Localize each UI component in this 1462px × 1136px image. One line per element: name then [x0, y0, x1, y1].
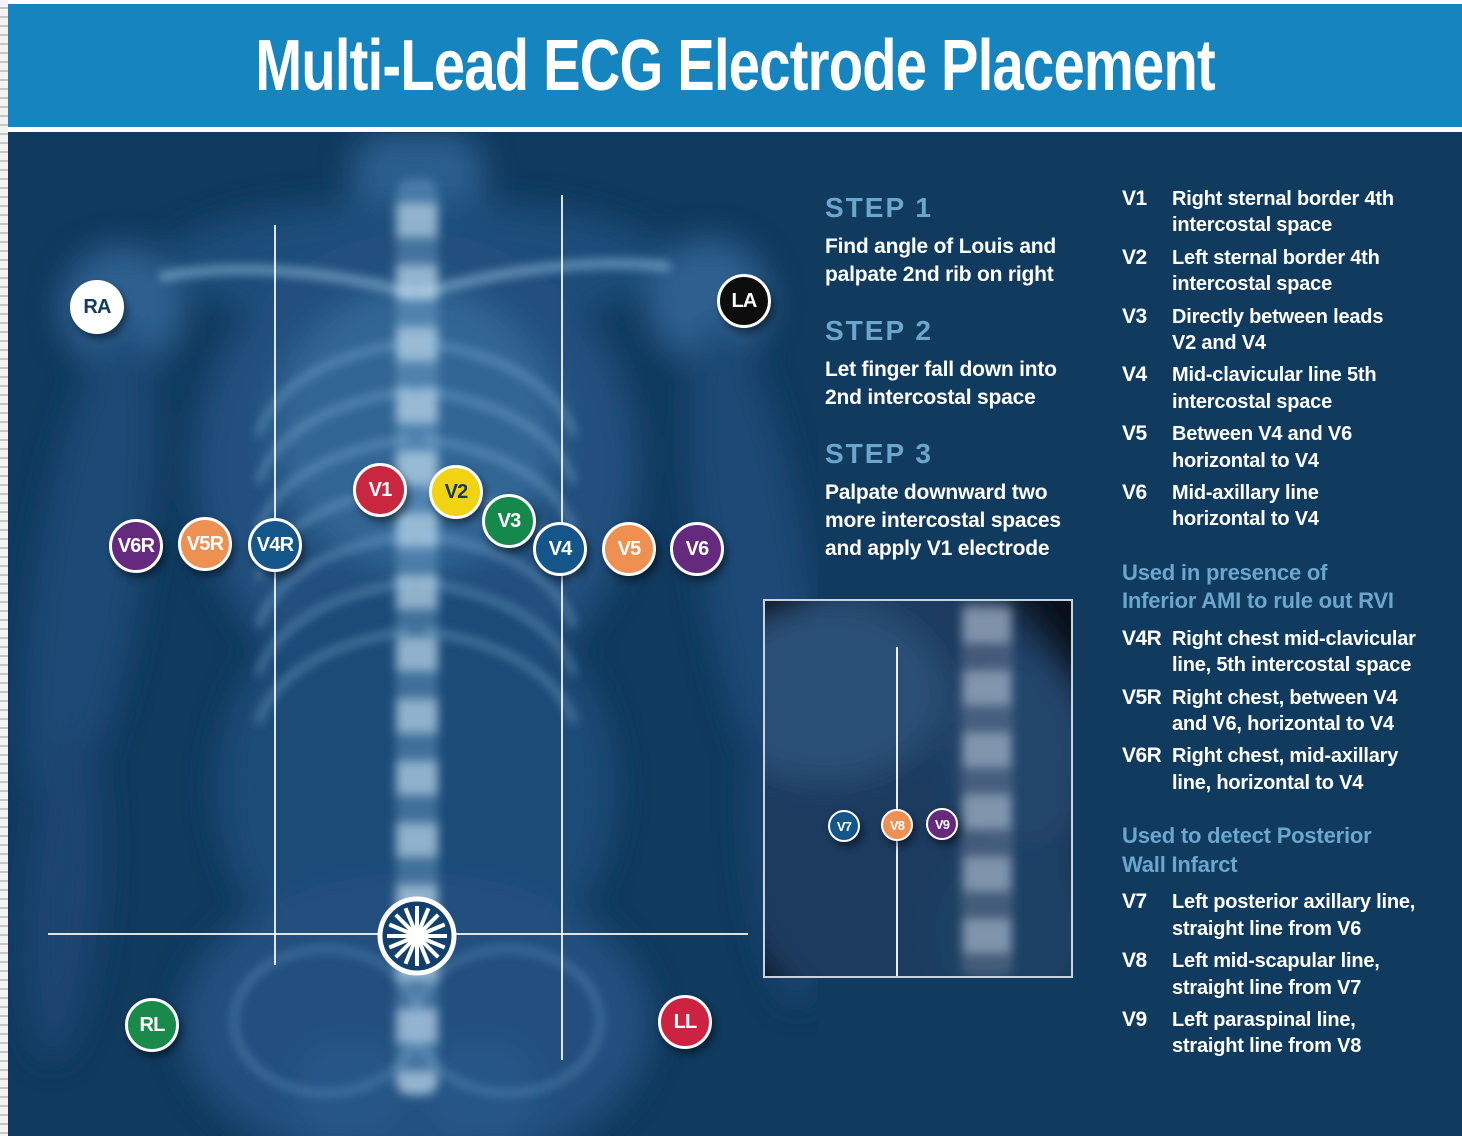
- step-3: STEP 3 Palpate downward two more interco…: [825, 438, 1105, 563]
- lead-description: Right chest, mid-axillary line, horizont…: [1172, 745, 1399, 794]
- lead-description: Mid-axillary line horizontal to V4: [1172, 481, 1319, 531]
- lead-code: V1: [1122, 187, 1147, 210]
- step-1: STEP 1 Find angle of Louis and palpate 2…: [825, 192, 1105, 289]
- rvi-section-heading: Used in presence of Inferior AMI to rule…: [1122, 559, 1394, 614]
- lead-code: V6: [1122, 480, 1147, 504]
- lead-code: V8: [1122, 949, 1147, 973]
- step-2-text: Let finger fall down into 2nd intercosta…: [825, 357, 1057, 409]
- lead-description: Right chest, between V4 and V6, horizont…: [1172, 686, 1398, 736]
- lead-row-v9: V9 Left paraspinal line, straight line fr…: [1122, 1007, 1437, 1060]
- lead-code: V6R: [1122, 744, 1162, 768]
- lead-row-v8: V8 Left mid-scapular line, straight line …: [1122, 948, 1437, 1001]
- posterior-section-heading: Used to detect Posterior Wall Infarct: [1122, 823, 1372, 877]
- lead-description: Left mid-scapular line, straight line fr…: [1172, 950, 1380, 999]
- lead-row-v4r: V4R Right chest mid-clavicular line, 5th …: [1122, 626, 1437, 679]
- step-1-heading: STEP 1: [825, 192, 933, 223]
- title-banner: Multi-Lead ECG Electrode Placement: [8, 4, 1462, 132]
- lead-description: Left posterior axillary line, straight l…: [1172, 891, 1416, 940]
- lead-description: Mid-clavicular line 5th intercostal spac…: [1172, 364, 1377, 413]
- lead-description: Left sternal border 4th intercostal spac…: [1172, 246, 1380, 296]
- lead-description: Right sternal border 4th intercostal spa…: [1172, 188, 1394, 237]
- lead-description: Between V4 and V6 horizontal to V4: [1172, 423, 1352, 472]
- lead-row-v6: V6 Mid-axillary line horizontal to V4: [1122, 480, 1437, 533]
- lead-code: V2: [1122, 245, 1147, 269]
- left-edge-strip: [0, 0, 8, 1136]
- lead-description: Right chest mid-clavicular line, 5th int…: [1172, 627, 1416, 677]
- lead-code: V3: [1122, 304, 1147, 328]
- posterior-view-inset: [763, 599, 1073, 978]
- lead-row-v6r: V6R Right chest, mid-axillary line, horiz…: [1122, 743, 1437, 796]
- step-2: STEP 2 Let finger fall down into 2nd int…: [825, 315, 1105, 412]
- torso-back-xray-art: [765, 601, 1071, 976]
- lead-row-v2: V2 Left sternal border 4th intercostal sp…: [1122, 245, 1437, 298]
- lead-row-v3: V3 Directly between leads V2 and V4: [1122, 304, 1437, 357]
- pelvis: [231, 946, 603, 1096]
- lead-row-v4: V4 Mid-clavicular line 5th intercostal sp…: [1122, 362, 1437, 415]
- page-title: Multi-Lead ECG Electrode Placement: [255, 25, 1215, 106]
- lead-code: V5: [1122, 422, 1147, 446]
- lead-code: V5R: [1122, 685, 1162, 709]
- lead-description: Directly between leads V2 and V4: [1172, 305, 1384, 354]
- top-white-strip: [0, 0, 1462, 4]
- steps-panel: STEP 1 Find angle of Louis and palpate 2…: [825, 192, 1105, 588]
- lead-code: V7: [1122, 890, 1147, 914]
- spine-column: [396, 179, 438, 1095]
- step-3-heading: STEP 3: [825, 437, 933, 469]
- primary-leads-list: V1 Right sternal border 4th intercostal s…: [1122, 186, 1437, 533]
- step-2-heading: STEP 2: [825, 314, 933, 346]
- step-3-text: Palpate downward two more intercostal sp…: [825, 480, 1061, 560]
- lead-code: V4R: [1122, 626, 1162, 650]
- posterior-leads-list: V7 Left posterior axillary line, straight…: [1122, 889, 1437, 1059]
- lead-code: V4: [1122, 363, 1147, 387]
- spine-column-back: [961, 601, 1013, 976]
- step-1-text: Find angle of Louis and palpate 2nd rib …: [825, 235, 1057, 286]
- lead-guide-panel: V1 Right sternal border 4th intercostal s…: [1122, 186, 1437, 1066]
- lead-description: Left paraspinal line, straight line from…: [1172, 1008, 1362, 1058]
- torso-front-xray-art: [23, 133, 818, 1136]
- lead-row-v7: V7 Left posterior axillary line, straight…: [1122, 889, 1437, 942]
- lead-code: V9: [1122, 1007, 1147, 1031]
- clavicles: [159, 259, 671, 300]
- lead-row-v1: V1 Right sternal border 4th intercostal s…: [1122, 186, 1437, 239]
- lead-row-v5: V5 Between V4 and V6 horizontal to V4: [1122, 421, 1437, 474]
- torso-front-figure: [8, 133, 818, 1136]
- rvi-leads-list: V4R Right chest mid-clavicular line, 5th …: [1122, 626, 1437, 796]
- lead-row-v5r: V5R Right chest, between V4 and V6, horiz…: [1122, 685, 1437, 738]
- starburst-umbilicus-icon: [377, 896, 457, 976]
